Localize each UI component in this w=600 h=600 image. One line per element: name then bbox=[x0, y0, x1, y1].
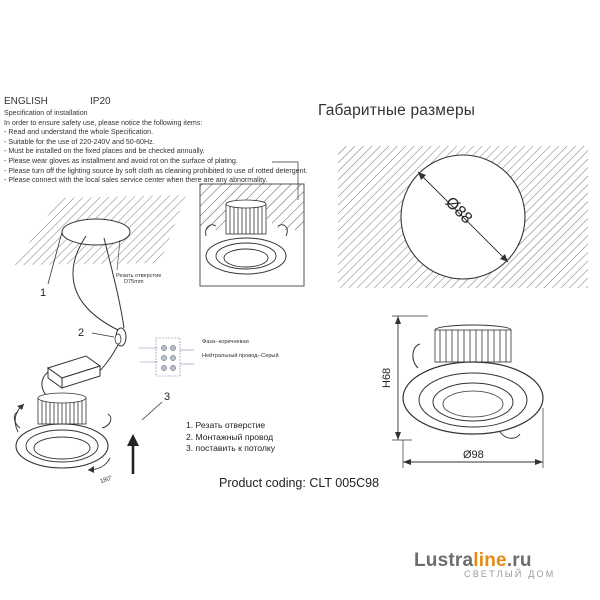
push-up-arrow bbox=[127, 434, 139, 474]
led-driver bbox=[46, 355, 102, 389]
rotation-arrows bbox=[14, 403, 111, 473]
specification-item: - Read and understand the whole Specific… bbox=[4, 128, 154, 137]
watermark-brand-part3: .ru bbox=[506, 550, 532, 571]
cutout-dimension-panel bbox=[338, 146, 588, 288]
hole-label-leader bbox=[116, 239, 121, 271]
rotation-label: 180° bbox=[100, 475, 114, 485]
callout-2: 2 bbox=[78, 327, 84, 339]
watermark-tagline: СВЕТЛЫЙ ДОМ bbox=[464, 569, 556, 579]
wire-left bbox=[72, 235, 119, 331]
watermark-brand: Lustraline.ru bbox=[414, 550, 555, 572]
wire-right bbox=[103, 237, 125, 329]
neutral-wire-label: Нейтральный провод--Серый bbox=[202, 353, 279, 359]
step-item: 3. поставить к потолку bbox=[186, 443, 276, 454]
specification-intro: In order to ensure safety use, please no… bbox=[4, 118, 203, 127]
step-item: 1. Резать отверстие bbox=[186, 420, 266, 430]
terminal-detail bbox=[138, 337, 194, 377]
callout-3-leader bbox=[141, 401, 163, 421]
watermark-brand-part2: line bbox=[473, 550, 507, 571]
watermark-brand-part1: Lustra bbox=[414, 550, 474, 571]
callout-1-leader bbox=[47, 231, 63, 285]
specification-block: Specification of installation In order t… bbox=[4, 109, 334, 186]
language-label: ENGLISH bbox=[4, 96, 48, 107]
specification-item: - Please turn off the lighting source by… bbox=[4, 166, 308, 175]
lamp-side-view bbox=[402, 324, 544, 439]
specification-item: - Please wear gloves as installment and … bbox=[4, 156, 238, 165]
phase-wire-label: Фаза--коричневая bbox=[202, 339, 249, 345]
specification-item: - Must be installed on the fixed places … bbox=[4, 147, 205, 156]
wire-connector bbox=[114, 327, 127, 347]
ip-rating-label: IP20 bbox=[90, 96, 111, 107]
watermark-logo: Lustraline.ru СВЕТЛЫЙ ДОМ bbox=[414, 550, 555, 579]
callout-1: 1 bbox=[40, 287, 46, 299]
specification-title: Specification of installation bbox=[4, 109, 88, 117]
callout-2-leader bbox=[91, 332, 115, 338]
installation-steps: 1. Резать отверстие 2. Монтажный провод … bbox=[186, 420, 275, 455]
dimensions-title: Габаритные размеры bbox=[318, 102, 476, 119]
specification-item: - Suitable for the use of 220-240V and 5… bbox=[4, 137, 155, 146]
diameter-dimension-line bbox=[402, 408, 544, 468]
height-label: H68 bbox=[381, 368, 393, 388]
specification-item: - Please connect with the local sales se… bbox=[4, 176, 268, 185]
downlight-lamp-illustration bbox=[13, 392, 112, 469]
callout-3: 3 bbox=[164, 391, 170, 403]
product-coding: Product coding: CLT 005C98 bbox=[219, 476, 380, 490]
outer-diameter-label: Ø98 bbox=[463, 449, 484, 461]
step-item: 2. Монтажный провод bbox=[186, 431, 274, 442]
hole-label: Резать отверстие D75mm bbox=[116, 273, 161, 285]
hole-label-line1: Резать отверстие bbox=[116, 273, 162, 279]
hole-label-line2: D75mm bbox=[124, 279, 144, 285]
inset-installed-lamp bbox=[199, 161, 305, 287]
height-dimension-line bbox=[392, 315, 428, 441]
ceiling-slab bbox=[14, 195, 186, 265]
